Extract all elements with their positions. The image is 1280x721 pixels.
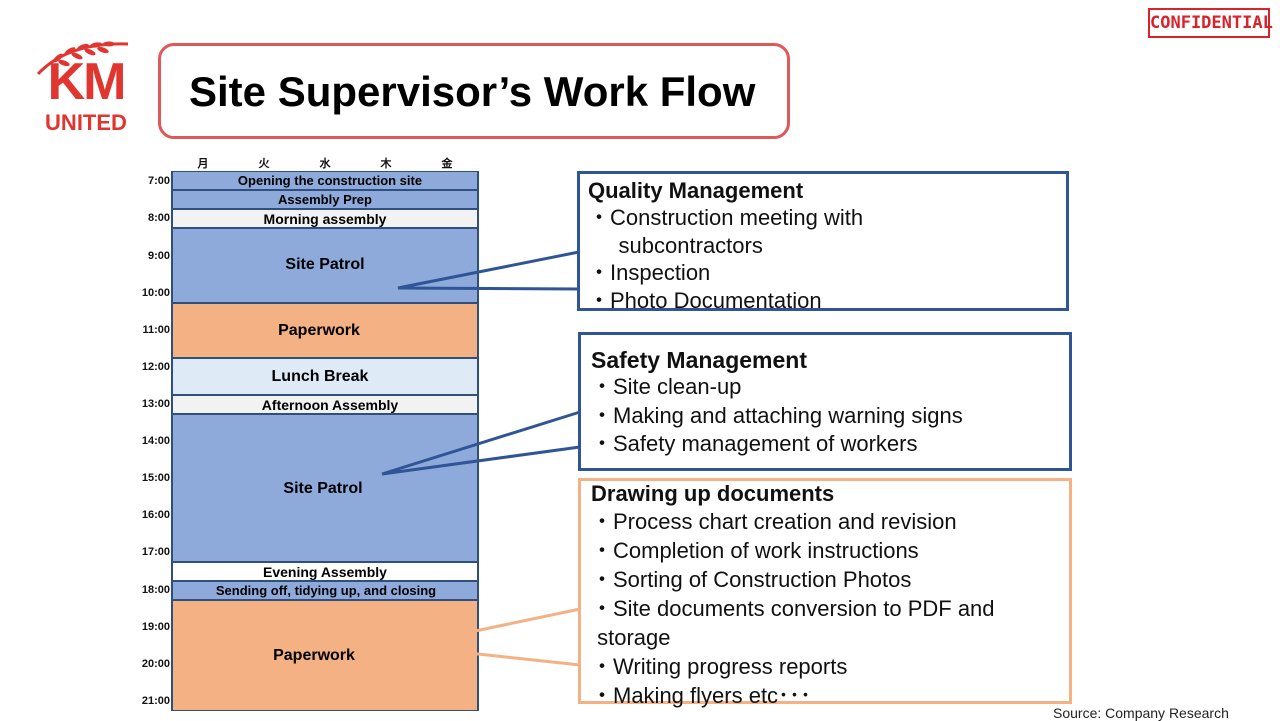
time-label: 11:00 xyxy=(142,324,170,336)
schedule-block: Site Patrol xyxy=(172,228,478,303)
list-item: ・Construction meeting with xyxy=(588,205,864,230)
safety-pointer xyxy=(381,410,581,476)
day-wed: 水 xyxy=(319,157,331,170)
logo-km-text: KM xyxy=(47,53,127,111)
time-label: 8:00 xyxy=(147,212,170,224)
quality-pointer xyxy=(397,250,580,291)
time-label: 18:00 xyxy=(141,584,170,596)
logo-united-text: UNITED xyxy=(45,110,127,135)
list-item: ・Making flyers etc･･･ xyxy=(591,683,812,708)
time-label: 15:00 xyxy=(141,472,170,484)
time-label: 20:00 xyxy=(141,658,170,670)
list-item: ・Writing progress reports xyxy=(591,654,848,679)
time-label: 19:00 xyxy=(141,621,170,633)
km-united-logo: KM UNITED xyxy=(28,38,144,138)
day-fri: 金 xyxy=(441,157,453,170)
time-label: 16:00 xyxy=(141,509,170,521)
page-title: Site Supervisor’s Work Flow xyxy=(189,68,756,115)
quality-management-box: Quality Management ・Construction meeting… xyxy=(577,171,1069,313)
documents-pointer xyxy=(403,607,581,667)
schedule-block: Morning assembly xyxy=(172,209,478,228)
schedule-block: Paperwork xyxy=(172,303,478,358)
list-item: ・Site documents conversion to PDF and xyxy=(591,596,995,621)
time-label: 7:00 xyxy=(147,175,170,187)
list-item: subcontractors xyxy=(588,232,763,258)
confidential-stamp: CONFIDENTIAL xyxy=(1148,8,1273,38)
safety-management-title: Safety Management xyxy=(591,347,808,373)
title-box: Site Supervisor’s Work Flow xyxy=(158,43,790,139)
time-label: 10:00 xyxy=(141,287,170,299)
time-label: 14:00 xyxy=(141,435,170,447)
time-label: 17:00 xyxy=(141,546,170,558)
time-label: 21:00 xyxy=(141,695,170,707)
day-mon: 月 xyxy=(197,157,209,170)
list-item: ・Photo Documentation xyxy=(588,287,822,313)
list-item: ・Completion of work instructions xyxy=(591,538,919,563)
drawing-documents-box: Drawing up documents ・Process chart crea… xyxy=(578,478,1072,708)
schedule-block: Paperwork xyxy=(172,600,478,711)
list-item: ・Sorting of Construction Photos xyxy=(591,567,912,592)
schedule-block: Lunch Break xyxy=(172,358,478,395)
day-thu: 木 xyxy=(380,157,392,170)
list-item: storage xyxy=(591,625,671,650)
day-tue: 火 xyxy=(258,157,270,170)
list-item: ・Process chart creation and revision xyxy=(591,509,957,534)
quality-management-title: Quality Management xyxy=(588,178,804,203)
schedule-block: Sending off, tidying up, and closing xyxy=(172,581,478,600)
schedule-block: Site Patrol xyxy=(172,414,478,562)
list-item: ・Site clean-up xyxy=(591,374,742,399)
schedule-block: Evening Assembly xyxy=(172,562,478,581)
schedule-block: Assembly Prep xyxy=(172,190,478,209)
list-item: ・Inspection xyxy=(588,260,711,285)
time-label: 13:00 xyxy=(141,398,170,410)
list-item: ・Making and attaching warning signs xyxy=(591,402,963,428)
day-header-row: 月 火 水 木 金 xyxy=(172,155,478,171)
wheat-icon xyxy=(36,41,129,76)
drawing-documents-title: Drawing up documents xyxy=(591,481,835,506)
safety-management-box: Safety Management ・Site clean-up ・Making… xyxy=(578,332,1072,471)
source-note: Source: Company Research xyxy=(1053,705,1229,721)
time-label: 12:00 xyxy=(141,361,170,373)
list-item: ・Safety management of workers xyxy=(591,431,918,456)
schedule-block: Afternoon Assembly xyxy=(172,395,478,414)
time-label: 9:00 xyxy=(147,250,170,262)
